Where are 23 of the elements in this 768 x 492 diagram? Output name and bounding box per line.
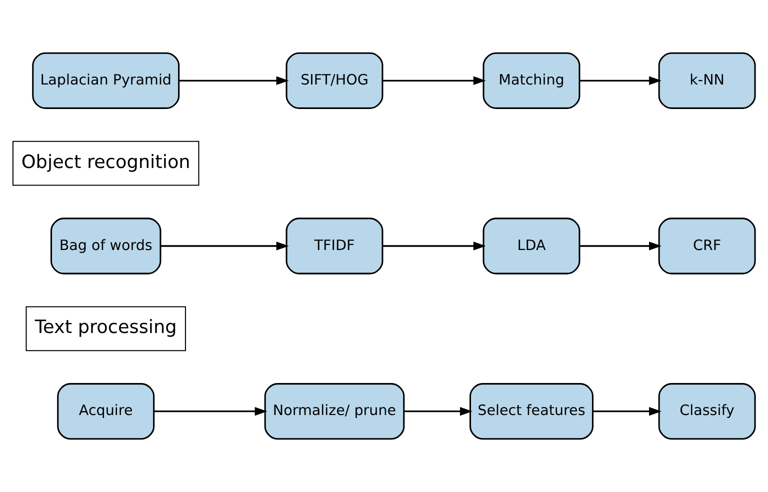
node-box: Select features xyxy=(469,383,594,440)
node-box: Classify xyxy=(658,383,756,440)
node-box: CRF xyxy=(658,218,756,274)
arrow xyxy=(154,406,268,416)
arrow xyxy=(404,406,472,416)
node-box: Normalize/ prune xyxy=(264,383,405,440)
node-box: Laplacian Pyramid xyxy=(32,52,180,109)
arrow xyxy=(382,242,486,250)
node-box: SIFT/HOG xyxy=(286,52,384,109)
arrow xyxy=(593,406,662,416)
node-box: Acquire xyxy=(57,383,155,440)
arrow xyxy=(579,76,662,86)
node-box: Object recognition xyxy=(12,140,200,186)
node-box: k-NN xyxy=(658,52,756,109)
arrow xyxy=(382,76,486,86)
node-box: Bag of words xyxy=(50,218,162,274)
arrow xyxy=(160,242,289,250)
node-box: LDA xyxy=(482,218,580,274)
node-box: Matching xyxy=(482,52,580,109)
node-box: Text processing xyxy=(26,306,186,352)
arrow xyxy=(579,242,662,250)
arrow xyxy=(178,76,289,86)
node-box: TFIDF xyxy=(286,218,384,274)
